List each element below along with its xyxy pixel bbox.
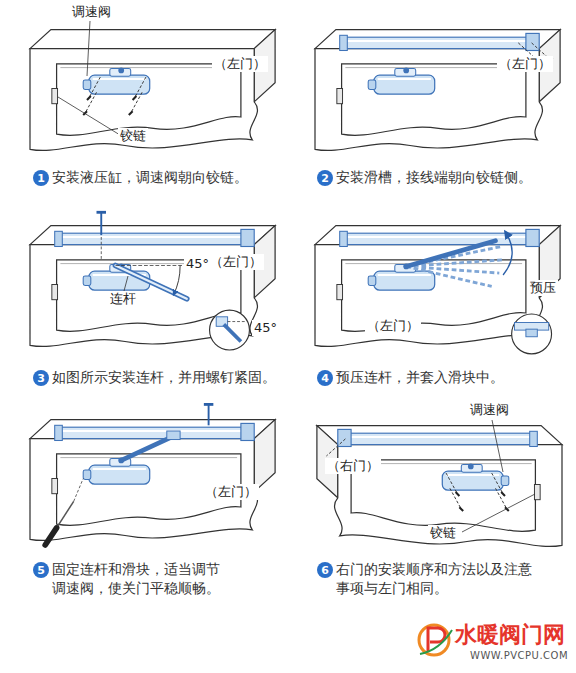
reference-line (116, 265, 184, 266)
part-label: （左门） (208, 254, 264, 270)
panel-preload-arm (315, 226, 560, 354)
door-frame (315, 226, 560, 347)
step-number: 2 (317, 170, 333, 186)
slider (167, 431, 180, 440)
slide-rail (55, 229, 255, 246)
step-caption: 右门的安装顺序和方法以及注意 事项与左门相同。 (336, 560, 539, 598)
leader-line (87, 21, 90, 76)
leader-line (124, 276, 128, 291)
part-label: （左门） (365, 318, 421, 334)
screw-line (101, 237, 102, 260)
preload-arrow (503, 231, 512, 275)
part-label: （左门） (203, 484, 259, 500)
slide-rail (338, 429, 538, 446)
panel-install-arm (30, 212, 275, 350)
screws (446, 473, 509, 511)
slide-rail (55, 423, 255, 440)
panel-install-rail (315, 30, 560, 151)
step-number-text: 2 (321, 173, 329, 184)
door-frame (315, 30, 560, 151)
door-frame (30, 420, 275, 541)
step-number-text: 1 (37, 173, 45, 184)
angle-arc (173, 266, 180, 295)
inset-arm (224, 324, 241, 341)
inset-reference (228, 321, 247, 322)
step-caption: 安装滑槽，接线端朝向铰链侧。 (336, 168, 532, 187)
watermark-url: WWW.PVCPU.COM (470, 650, 568, 662)
panel-fix-arm (30, 404, 275, 545)
leader-line (462, 494, 535, 532)
part-label: （左门） (497, 56, 553, 72)
part-label: （左门） (212, 56, 268, 72)
step-number: 4 (317, 370, 333, 386)
screw-head (204, 403, 214, 406)
adjust-line (74, 479, 84, 502)
panel-install-cylinder (30, 30, 275, 151)
hydraulic-cylinder (368, 68, 435, 95)
step-caption: 如图所示安装连杆，并用螺钉紧固。 (52, 368, 276, 387)
screwdriver-handle (45, 528, 56, 545)
part-label: 预压 (528, 280, 558, 296)
screw-head (97, 211, 107, 214)
step-caption: 固定连杆和滑块，适当调节 调速阀，使关门平稳顺畅。 (52, 560, 227, 598)
part-label: 连杆 (108, 291, 138, 307)
screw-line (326, 439, 345, 456)
connecting-arm (121, 437, 172, 461)
part-label: 调速阀 (70, 4, 113, 20)
part-label: 调速阀 (468, 402, 511, 418)
part-label: 铰链 (428, 525, 458, 541)
step-number: 3 (33, 370, 49, 386)
part-label: （右门） (325, 458, 381, 474)
door-frame (317, 426, 562, 547)
detail-inset (210, 310, 250, 350)
step-caption: 预压连杆，并套入滑块中。 (336, 368, 504, 387)
slide-rail (340, 33, 540, 50)
detail-inset (512, 314, 552, 354)
screw (100, 212, 102, 235)
step-caption: 安装液压缸，调速阀朝向铰链。 (52, 168, 248, 187)
panel-right-door (317, 426, 562, 547)
part-label: 铰链 (118, 128, 148, 144)
watermark: 水暖阀门网 (455, 622, 565, 648)
leader-line (492, 420, 503, 472)
part-label: 45° (184, 256, 211, 272)
step-number-text: 4 (321, 373, 329, 384)
step-number-text: 5 (37, 565, 45, 576)
inset-slider (526, 329, 537, 337)
step-number: 5 (33, 562, 49, 578)
step-number-text: 3 (37, 373, 45, 384)
hydraulic-cylinder (83, 458, 150, 485)
part-label: 45° (252, 320, 279, 336)
watermark-logo (419, 625, 452, 655)
step-number-text: 6 (321, 565, 329, 576)
step-number: 6 (317, 562, 333, 578)
screwdriver-shaft (57, 501, 74, 528)
door-frame (30, 30, 275, 151)
step-number: 1 (33, 170, 49, 186)
connecting-arm (406, 241, 495, 267)
screw (208, 404, 210, 425)
screws (83, 77, 146, 115)
leader-line (58, 97, 120, 135)
